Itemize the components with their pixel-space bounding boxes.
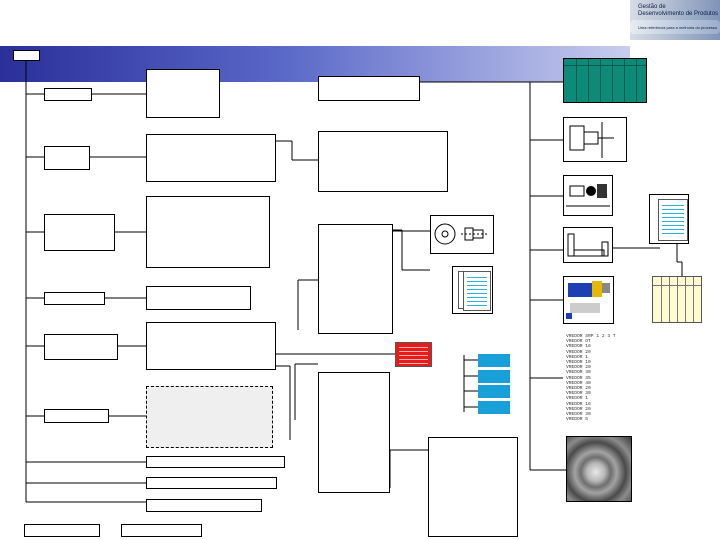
machine-photo — [566, 436, 632, 502]
right-document-sheet — [658, 199, 688, 241]
right-top-box — [318, 76, 420, 101]
left-box-2 — [44, 146, 90, 170]
assembly-drawing-icon — [564, 176, 612, 215]
mid-box-9 — [146, 499, 262, 512]
part-drawing-icon — [431, 216, 493, 253]
bottom-box-1 — [24, 524, 100, 537]
mid-box-5 — [146, 322, 276, 370]
cyan-block-1 — [478, 354, 510, 367]
left-box-3 — [44, 214, 115, 251]
cyan-block-4 — [478, 401, 510, 414]
bottom-box-2 — [121, 524, 202, 537]
shaft-drawing — [563, 117, 627, 162]
cad-drawing — [563, 276, 614, 324]
cad-drawing-icon — [564, 277, 613, 323]
left-box-4 — [44, 292, 105, 305]
assembly-drawing — [563, 175, 613, 216]
fixture-drawing — [563, 227, 613, 263]
left-box-5 — [44, 334, 118, 360]
mid-box-7 — [146, 456, 285, 468]
document-sheet — [463, 271, 491, 311]
mid-box-dashed — [146, 386, 273, 448]
right-box-2 — [318, 131, 448, 192]
header-box — [13, 50, 40, 61]
yellow-spreadsheet-rule — [653, 285, 701, 286]
mid-box-1 — [146, 69, 220, 118]
part-drawing — [430, 215, 494, 254]
left-box-6 — [44, 409, 109, 423]
yellow-spreadsheet — [652, 276, 702, 323]
right-box-3 — [318, 224, 393, 334]
right-box-5 — [428, 437, 518, 537]
red-form — [395, 342, 432, 367]
cyan-block-3 — [478, 385, 510, 398]
fixture-drawing-icon — [564, 228, 612, 262]
code-line: VREDOR 5 — [566, 417, 636, 422]
right-document — [649, 194, 689, 244]
cyan-block-2 — [478, 370, 510, 383]
mid-box-8 — [146, 477, 277, 489]
code-listing: VREDOR SRP 1 2 3 T VREDOR OT VREDOR 16 V… — [566, 334, 636, 429]
left-box-1 — [44, 88, 92, 101]
right-box-4 — [318, 372, 390, 493]
mid-box-2 — [146, 134, 276, 182]
document-curl — [458, 271, 463, 309]
mid-box-3 — [146, 196, 270, 268]
teal-spreadsheet — [563, 58, 647, 103]
shaft-drawing-icon — [564, 118, 626, 161]
document-stack — [452, 266, 493, 314]
mid-box-4 — [146, 286, 251, 310]
